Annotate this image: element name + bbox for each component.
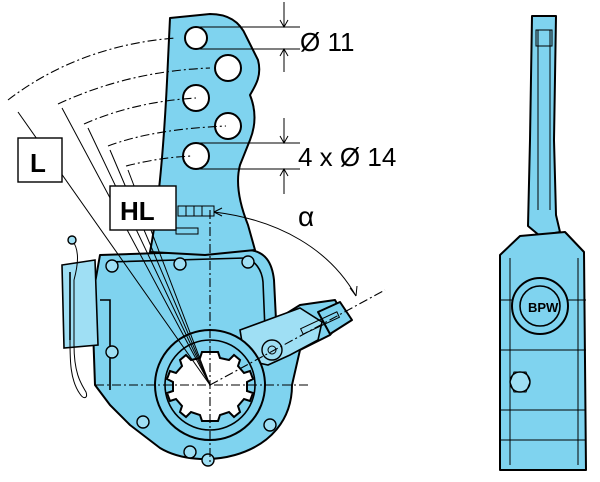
side-arm: [527, 15, 561, 237]
label-HL-box: HL: [109, 185, 177, 231]
bpw-logo: BPW: [511, 277, 569, 335]
dimension-lines: [196, 2, 300, 194]
angle-arc: [213, 211, 357, 297]
side-view: BPW: [499, 15, 587, 471]
centre-lines: [95, 210, 386, 465]
hole-14-d: [182, 142, 210, 170]
hole-14-a: [214, 54, 242, 82]
label-HL: HL: [120, 196, 155, 226]
hole-14-c: [214, 112, 242, 140]
hole-11: [184, 26, 208, 50]
left-lug: [61, 259, 99, 349]
radius-arcs: [7, 37, 227, 167]
label-L: L: [30, 148, 46, 178]
wire-clip: [69, 239, 87, 399]
logo-text: BPW: [528, 300, 559, 315]
label-alpha: α: [298, 201, 314, 232]
label-L-box: L: [17, 137, 63, 183]
front-view: Ø 11 4 x Ø 14 α L HL: [7, 2, 396, 467]
side-body: [499, 231, 587, 471]
adjusting-bolt: [317, 301, 353, 335]
housing-bolts: [105, 255, 277, 467]
label-hole-14: 4 x Ø 14: [298, 142, 396, 172]
hl-marking: [175, 205, 215, 235]
label-hole-11: Ø 11: [300, 27, 354, 57]
adjuster-nut: [261, 339, 283, 361]
